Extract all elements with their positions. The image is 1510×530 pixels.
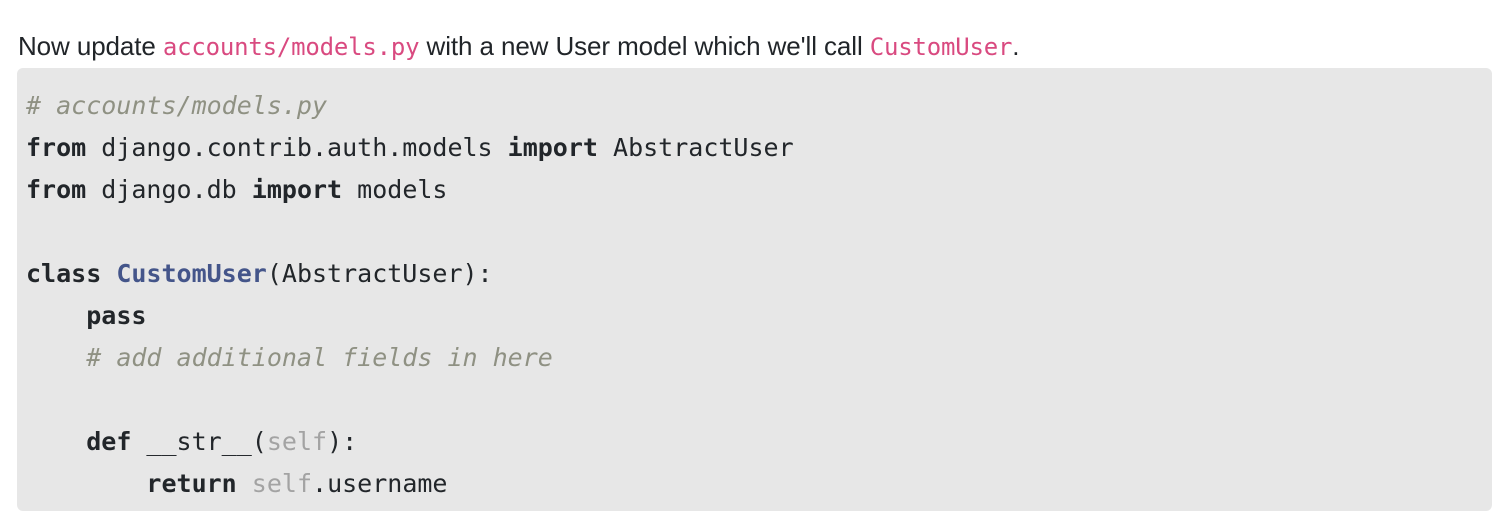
intro-text-before: Now update — [18, 31, 163, 61]
code-line: from django.db import models — [26, 169, 1492, 211]
code-token-plain: (AbstractUser): — [266, 259, 493, 288]
code-token-kw: def — [86, 427, 132, 456]
code-token-kw: return — [146, 469, 237, 498]
code-token-plain — [101, 259, 116, 288]
code-token-plain — [26, 343, 86, 372]
code-token-comment: # add additional fields in here — [86, 343, 553, 372]
code-token-plain: AbstractUser — [597, 133, 794, 162]
code-line: class CustomUser(AbstractUser): — [26, 253, 1492, 295]
code-token-self: self — [266, 427, 328, 456]
code-token-kw: from — [26, 175, 87, 204]
code-block-content: # accounts/models.py from django.contrib.… — [17, 68, 1492, 505]
code-line: # accounts/models.py — [26, 85, 1492, 127]
code-line — [26, 379, 1492, 421]
code-token-self: self — [251, 469, 313, 498]
code-line — [26, 211, 1492, 253]
code-line: pass — [26, 295, 1492, 337]
code-token-plain — [237, 469, 252, 498]
code-token-comment: # accounts/models.py — [26, 91, 328, 120]
code-token-kw: from — [26, 133, 87, 162]
code-line: def __str__(self): — [26, 421, 1492, 463]
code-line: from django.contrib.auth.models import A… — [26, 127, 1492, 169]
code-block[interactable]: # accounts/models.py from django.contrib.… — [17, 68, 1492, 511]
inline-code-filepath: accounts/models.py — [162, 33, 420, 61]
code-token-plain: __str__( — [131, 427, 267, 456]
code-token-plain: ): — [327, 427, 358, 456]
code-token-plain — [26, 301, 86, 330]
code-token-kw: import — [507, 133, 598, 162]
code-line: return self.username — [26, 463, 1492, 505]
intro-paragraph: Now update accounts/models.py with a new… — [18, 28, 1500, 65]
code-token-kw: pass — [86, 301, 147, 330]
code-token-plain: django.db — [86, 175, 252, 204]
inline-code-classname: CustomUser — [869, 33, 1013, 61]
code-token-kw: class — [26, 259, 102, 288]
code-token-plain — [26, 469, 146, 498]
code-token-cls: CustomUser — [116, 259, 267, 288]
code-token-plain: django.contrib.auth.models — [86, 133, 508, 162]
intro-text-middle: with a new User model which we'll call — [419, 31, 870, 61]
code-line: # add additional fields in here — [26, 337, 1492, 379]
code-token-plain — [26, 427, 86, 456]
intro-text-after: . — [1012, 31, 1020, 61]
code-token-plain: .username — [312, 469, 448, 498]
code-token-kw: import — [251, 175, 343, 204]
code-token-plain: models — [342, 175, 448, 204]
